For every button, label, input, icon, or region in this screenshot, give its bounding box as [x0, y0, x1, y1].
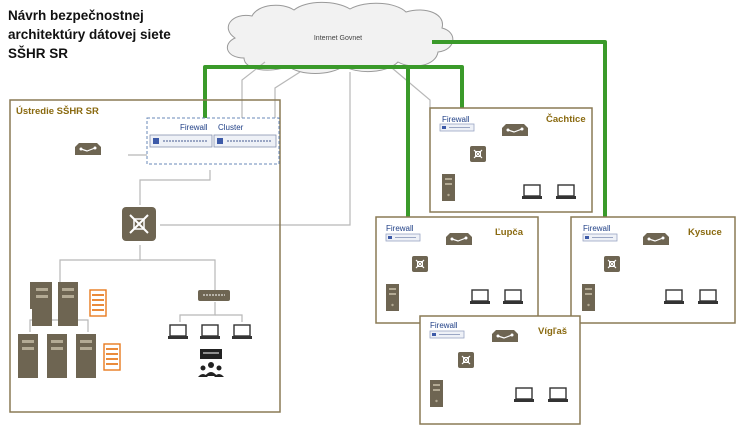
firewall-appliance-1	[149, 134, 213, 148]
site-label-viglas: Vígľaš	[538, 326, 567, 337]
laptop-icon	[663, 289, 685, 305]
firewall-cluster-firewall-label: Firewall	[180, 123, 208, 132]
laptop-icon	[469, 289, 491, 305]
switch-icon	[411, 255, 429, 273]
server-tower-icon	[58, 282, 78, 326]
laptop-icon	[199, 324, 221, 340]
site-label-hq: Ústredie SŠHR SR	[16, 105, 99, 117]
laptop-icon	[697, 289, 719, 305]
title-line-3: SŠHR SR	[8, 46, 69, 61]
access-switch-icon	[198, 290, 230, 301]
laptop-icon	[231, 324, 253, 340]
firewall-kysuce-icon	[582, 233, 618, 242]
firewall-label-kysuce: Firewall	[583, 224, 611, 233]
firewall-cachtice-icon	[439, 123, 475, 132]
firewall-label-viglas: Firewall	[430, 321, 458, 330]
server-tower-icon	[442, 174, 455, 201]
firewall-appliance-2	[213, 134, 277, 148]
firewall-label-lupca: Firewall	[386, 224, 414, 233]
router-icon	[74, 142, 102, 156]
firewall-cluster-cluster-label: Cluster	[218, 123, 244, 132]
firewall-label-cachtice: Firewall	[442, 115, 470, 124]
server-tower-icon	[582, 284, 595, 311]
router-icon	[491, 329, 519, 343]
cloud-label: Internet Govnet	[314, 35, 362, 42]
storage-rack-icon	[103, 343, 121, 371]
title-line-2: architektúry dátovej siete	[8, 27, 171, 42]
router-icon	[501, 123, 529, 137]
site-box-hq	[9, 99, 281, 413]
server-tower-icon	[47, 334, 67, 378]
storage-rack-icon	[89, 289, 107, 317]
users-group-icon	[198, 349, 224, 377]
server-tower-icon	[18, 334, 38, 378]
switch-icon	[603, 255, 621, 273]
firewall-lupca-icon	[385, 233, 421, 242]
laptop-icon	[547, 387, 569, 403]
router-icon	[642, 232, 670, 246]
laptop-icon	[502, 289, 524, 305]
switch-icon	[469, 145, 487, 163]
laptop-icon	[167, 324, 189, 340]
site-label-cachtice: Čachtice	[546, 113, 586, 125]
laptop-icon	[521, 184, 543, 200]
switch-icon	[457, 351, 475, 369]
server-tower-icon	[32, 282, 52, 326]
laptop-icon	[555, 184, 577, 200]
site-label-lupca: Ľupča	[495, 227, 524, 238]
server-tower-icon	[386, 284, 399, 311]
title-line-1: Návrh bezpečnostnej	[8, 8, 144, 23]
site-label-kysuce: Kysuce	[688, 227, 722, 238]
diagram-title: Návrh bezpečnostnej architektúry dátovej…	[8, 6, 208, 63]
laptop-icon	[513, 387, 535, 403]
server-tower-icon	[76, 334, 96, 378]
router-icon	[445, 232, 473, 246]
core-switch-icon	[122, 207, 156, 241]
server-tower-icon	[430, 380, 443, 407]
firewall-viglas-icon	[429, 330, 465, 339]
